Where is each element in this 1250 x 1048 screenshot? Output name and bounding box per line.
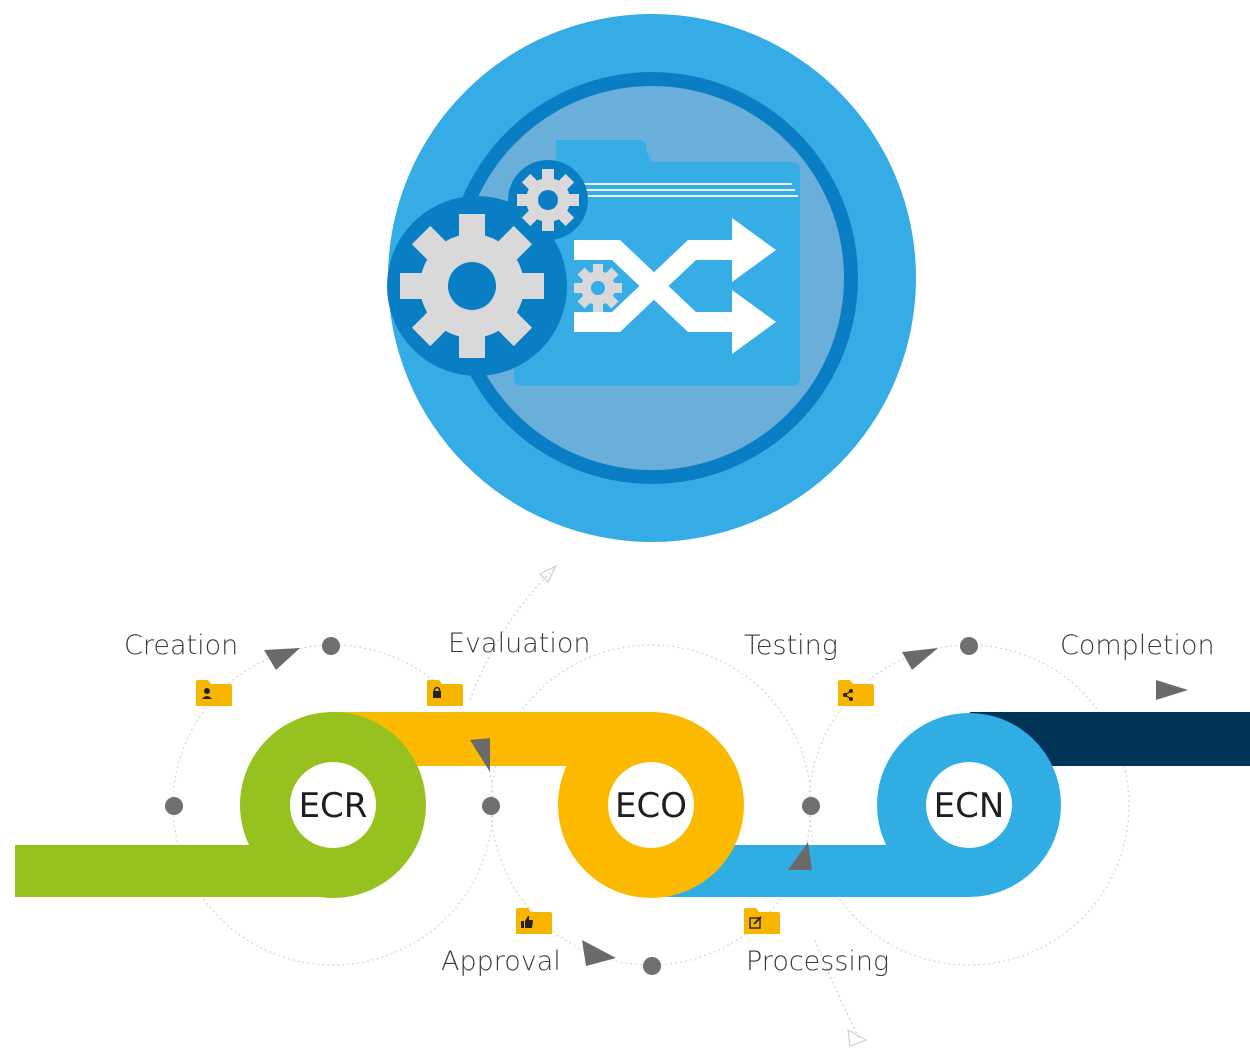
step-dot bbox=[802, 797, 820, 815]
step-dot bbox=[482, 797, 500, 815]
gear-icon bbox=[400, 214, 544, 358]
gear-icon bbox=[517, 169, 579, 231]
step-dot bbox=[322, 637, 340, 655]
dotted-connectors bbox=[469, 567, 861, 1041]
direction-arrow-icon bbox=[788, 842, 812, 870]
user-folder-icon bbox=[196, 680, 232, 706]
ecn-label: ECN bbox=[934, 786, 1005, 826]
stage-label-approval: Approval bbox=[441, 946, 561, 977]
direction-arrow-icon bbox=[470, 738, 490, 772]
direction-arrow-icon bbox=[902, 648, 938, 670]
ecr-hub bbox=[290, 762, 376, 848]
direction-arrow-icon bbox=[1156, 680, 1188, 700]
stage-label-testing: Testing bbox=[744, 630, 838, 661]
step-dot bbox=[643, 957, 661, 975]
direction-arrow-icon bbox=[264, 648, 300, 670]
ecn-hub bbox=[926, 762, 1012, 848]
faint-arrow-icon bbox=[538, 564, 868, 1047]
stage-label-completion: Completion bbox=[1060, 630, 1215, 661]
eco-hub bbox=[608, 762, 694, 848]
ecr-label: ECR bbox=[299, 786, 368, 826]
stage-label-creation: Creation bbox=[124, 630, 238, 661]
hero-badge bbox=[387, 14, 916, 542]
stage-label-evaluation: Evaluation bbox=[448, 628, 590, 659]
edit-folder-icon bbox=[744, 908, 780, 934]
eco-label: ECO bbox=[615, 786, 687, 826]
stage-label-processing: Processing bbox=[746, 946, 889, 977]
shuffle-arrows-icon bbox=[574, 240, 742, 332]
arrow-head-icon bbox=[732, 218, 776, 282]
direction-arrow-icon bbox=[582, 940, 616, 966]
thumbs-up-folder-icon bbox=[516, 908, 552, 934]
gear-icon bbox=[574, 264, 622, 312]
share-folder-icon bbox=[838, 680, 874, 706]
arrow-head-icon bbox=[732, 290, 776, 354]
step-dot bbox=[960, 637, 978, 655]
step-dot bbox=[165, 797, 183, 815]
lock-folder-icon bbox=[427, 680, 463, 706]
